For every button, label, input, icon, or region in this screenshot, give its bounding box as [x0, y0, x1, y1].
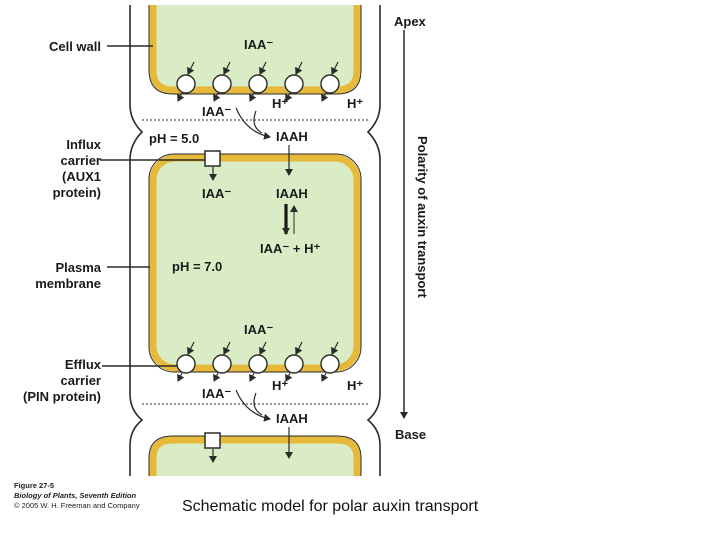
- chem-iaa-bottom-wall: IAA⁻: [202, 386, 231, 401]
- chem-h-bottom-wall-1: H⁺: [272, 378, 288, 393]
- label-efflux-2: carrier: [61, 373, 101, 388]
- top-carrier-arrows: [177, 61, 339, 102]
- chem-iaa-top-cell: IAA⁻: [244, 37, 273, 52]
- bottom-cell: [149, 436, 361, 476]
- chem-iaah-bottom-wall: IAAH: [276, 411, 308, 426]
- wall-arrows: [209, 107, 293, 463]
- label-influx-3: (AUX1: [62, 169, 101, 184]
- chem-h-top-wall-2: H⁺: [347, 96, 363, 111]
- label-influx-4: protein): [53, 185, 101, 200]
- label-polarity: Polarity of auxin transport: [415, 136, 430, 298]
- influx-carrier-middle: [204, 150, 221, 167]
- label-influx-2: carrier: [61, 153, 101, 168]
- label-efflux-1: Efflux: [65, 357, 102, 372]
- label-apex: Apex: [394, 14, 427, 29]
- influx-carrier-bottom: [204, 432, 221, 449]
- bottom-efflux-carriers: [176, 354, 340, 374]
- label-plasma-2: membrane: [35, 276, 101, 291]
- chem-h-top-wall-1: H⁺: [272, 96, 288, 111]
- figure-credit: Figure 27-5 Biology of Plants, Seventh E…: [14, 481, 140, 511]
- wall-arrow-curve-top: [253, 110, 263, 134]
- label-cell-wall: Cell wall: [49, 39, 101, 54]
- chem-iaa-middle-cell: IAA⁻: [202, 186, 231, 201]
- label-efflux-3: (PIN protein): [23, 389, 101, 404]
- label-plasma-1: Plasma: [55, 260, 101, 275]
- credit-book-title: Biology of Plants, Seventh Edition: [14, 491, 137, 500]
- label-influx-1: Influx: [66, 137, 101, 152]
- bottom-carrier-arrows: [177, 341, 339, 382]
- chem-iaah-top-wall: IAAH: [276, 129, 308, 144]
- label-base: Base: [395, 427, 426, 442]
- credit-figure-number: Figure 27-5: [14, 481, 55, 490]
- wall-arrow-curve-bottom: [253, 392, 263, 416]
- bottom-cell-membrane: [148, 435, 362, 476]
- label-pointers: [100, 45, 205, 367]
- chem-iaa-top-wall: IAA⁻: [202, 104, 231, 119]
- top-efflux-carriers: [176, 74, 340, 94]
- chem-iaah-middle-cell: IAAH: [276, 186, 308, 201]
- cell-wall-outline: [129, 5, 381, 476]
- chem-ph-wall: pH = 5.0: [149, 131, 199, 146]
- chem-equilibrium: IAA⁻ + H⁺: [260, 241, 320, 256]
- chem-iaa-middle-bottom: IAA⁻: [244, 322, 273, 337]
- credit-copyright: © 2005 W. H. Freeman and Company: [14, 501, 140, 510]
- slide-caption: Schematic model for polar auxin transpor…: [182, 498, 479, 515]
- chem-ph-cell: pH = 7.0: [172, 259, 222, 274]
- chem-h-bottom-wall-2: H⁺: [347, 378, 363, 393]
